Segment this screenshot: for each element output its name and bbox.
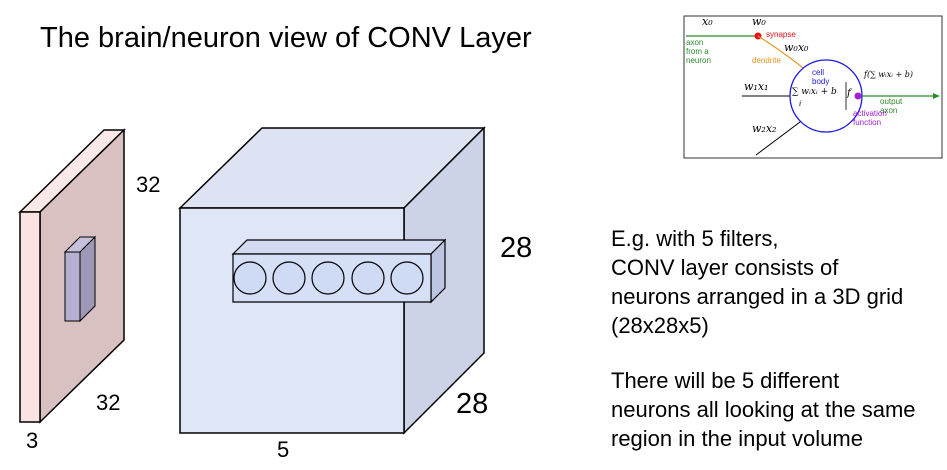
sum-index-label: i (799, 100, 802, 108)
description-line: E.g. with 5 filters, (611, 226, 779, 251)
activation-formula-label: f(∑ wᵢxᵢ + b) (864, 70, 913, 79)
sum-label: ∑ wᵢxᵢ + b (792, 87, 837, 97)
output-depth-label: 5 (277, 437, 290, 462)
input-depth-label: 3 (26, 428, 39, 453)
receptive-field (63, 235, 97, 323)
neuron-1 (233, 261, 267, 295)
neuron-column (231, 238, 447, 304)
neuron-2 (272, 261, 306, 295)
input-width-label: 32 (96, 390, 121, 415)
w1x1-label: w₁x₁ (744, 80, 769, 93)
w2x2-label: w₂x₂ (752, 122, 777, 135)
synapse-label: synapse (766, 30, 796, 39)
output-width-label: 28 (456, 388, 489, 420)
description-line: CONV layer consists of (611, 255, 839, 280)
activation-function-label-2: function (853, 118, 882, 127)
description-paragraph-1: E.g. with 5 filters, CONV layer consists… (611, 224, 947, 340)
description-line: (28x28x5) (611, 313, 709, 338)
output-axon-label: output axon (880, 97, 903, 115)
w0-label: w₀ (752, 15, 766, 28)
description-line: region in the input volume (611, 426, 863, 451)
neuron-inset (683, 15, 943, 159)
neuron-4 (351, 261, 385, 295)
neuron-3 (311, 261, 345, 295)
activation-dot (854, 92, 862, 100)
description-line: neurons all looking at the same (611, 397, 916, 422)
input-height-label: 32 (136, 172, 161, 197)
activation-function-label-1: activation (853, 109, 887, 118)
slide-title: The brain/neuron view of CONV Layer (40, 22, 532, 54)
description-line: neurons arranged in a 3D grid (611, 284, 904, 309)
description-paragraph-2: There will be 5 different neurons all lo… (611, 366, 947, 453)
axon-from-neuron-label: axon from a neuron (686, 38, 711, 65)
f-label: f (847, 88, 851, 99)
cell-body-label: cell body (812, 68, 830, 86)
w0x0-label: w₀x₀ (784, 41, 809, 54)
dendrite-label: dendrite (752, 56, 781, 65)
x0-label: x₀ (702, 15, 713, 28)
output-height-label: 28 (500, 232, 533, 264)
description-line: There will be 5 different (611, 368, 840, 393)
neuron-5 (390, 261, 424, 295)
